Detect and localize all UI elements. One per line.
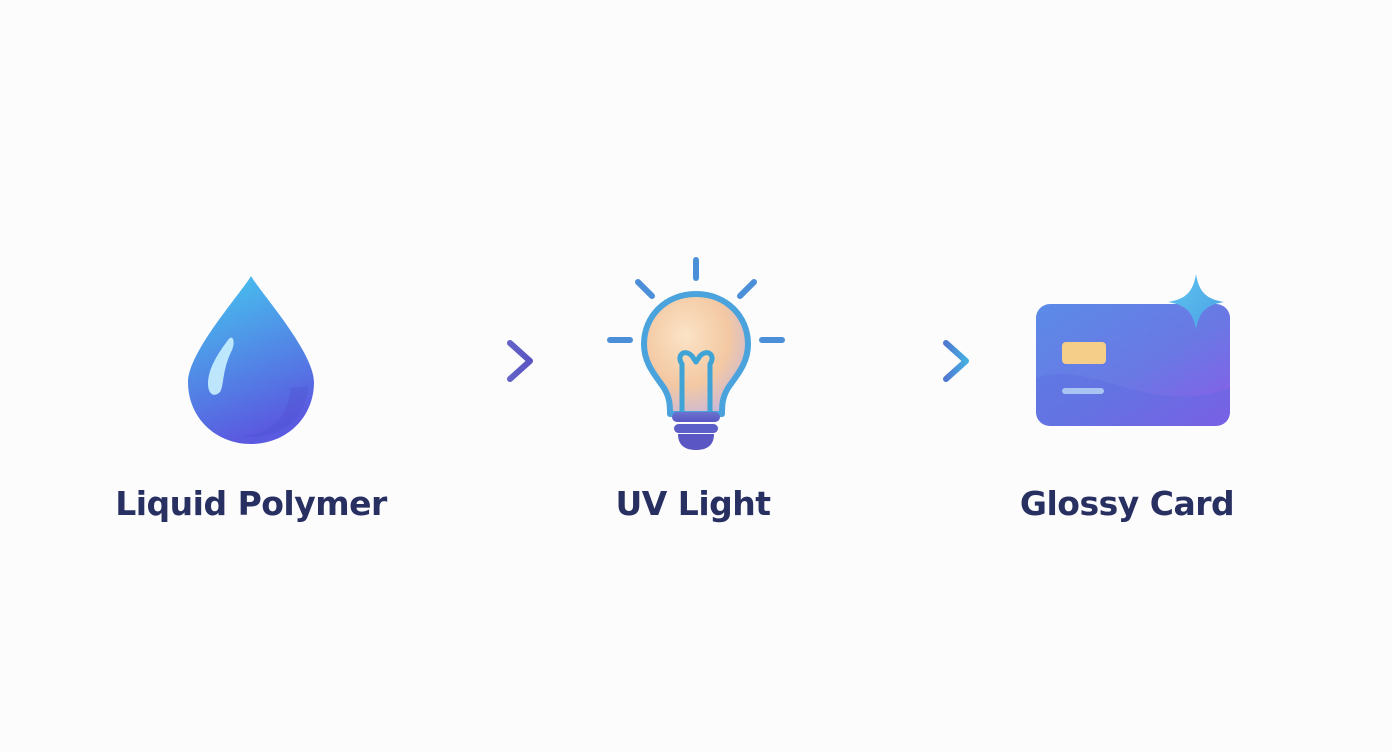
arrow-right-icon (407, 340, 533, 382)
step-label-uv-light: UV Light (615, 484, 771, 523)
light-bulb-icon (607, 257, 785, 450)
step-label-glossy-card: Glossy Card (1019, 484, 1235, 523)
step-label-liquid-polymer: Liquid Polymer (115, 484, 387, 523)
water-drop-icon (188, 276, 314, 444)
arrow-right-icon (845, 340, 969, 382)
glossy-card-icon (1036, 274, 1230, 426)
